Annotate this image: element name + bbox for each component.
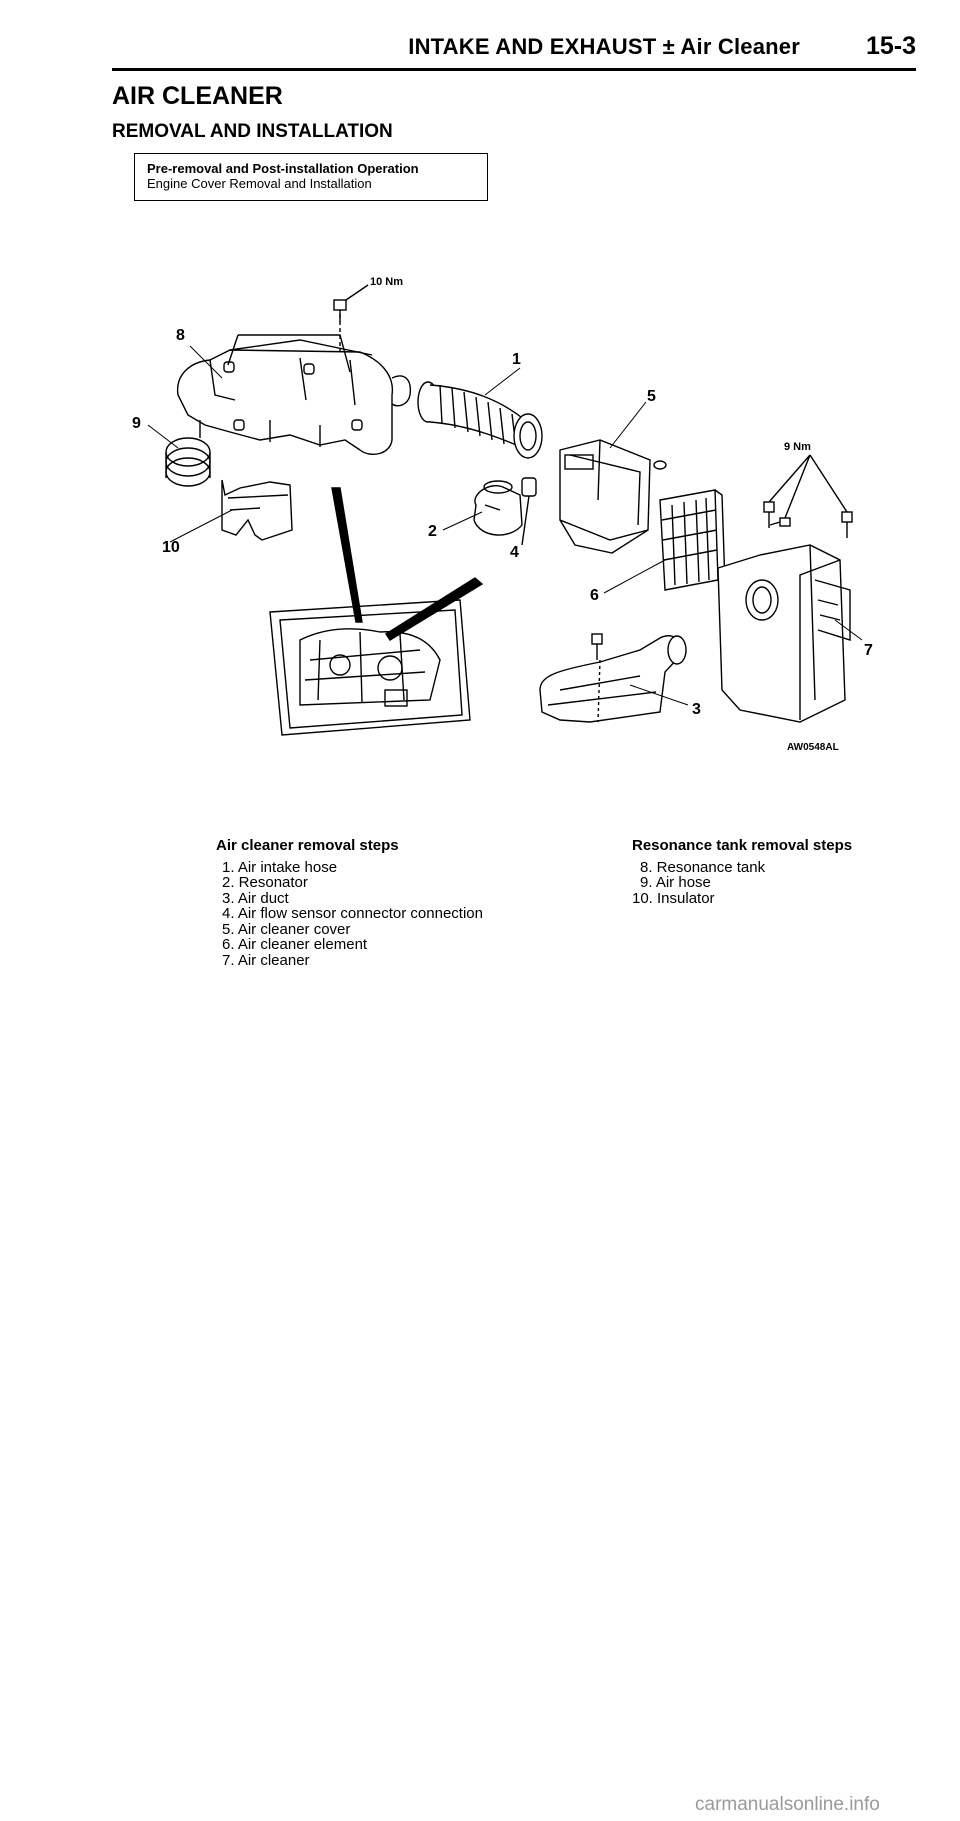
step-item: 9. Air hose	[640, 874, 711, 891]
pre-removal-heading: Pre-removal and Post-installation Operat…	[147, 161, 419, 176]
air-cleaner-removal-steps: Air cleaner removal steps 1. Air intake …	[216, 838, 483, 968]
pointer-wedge-right	[385, 577, 484, 641]
footer-watermark-url: carmanualsonline.info	[695, 1794, 880, 1815]
callout-5: 5	[647, 388, 656, 405]
connector-drawing	[521, 477, 537, 546]
resonance-tank-removal-steps: Resonance tank removal steps 8. Resonanc…	[632, 838, 852, 906]
step-item: 10. Insulator	[632, 889, 715, 907]
torque-label-top: 10 Nm	[370, 276, 403, 288]
case-bolts-icon	[763, 454, 853, 538]
callout-3: 3	[692, 701, 701, 718]
resonance-tank-drawing	[176, 300, 412, 456]
callout-2: 2	[428, 523, 437, 540]
header-divider	[112, 68, 916, 71]
air-cleaner-cover-drawing	[559, 439, 667, 554]
resonator-drawing	[473, 480, 523, 536]
step-item: 7. Air cleaner	[222, 951, 310, 969]
pointer-wedge-left	[331, 487, 363, 623]
step-item: 5. Air cleaner cover	[222, 920, 351, 938]
running-header-title: INTAKE AND EXHAUST ± Air Cleaner	[408, 34, 800, 59]
step-item: 3. Air duct	[222, 889, 289, 907]
air-cleaner-steps-heading: Air cleaner removal steps	[216, 837, 399, 854]
bolt-top-icon	[333, 284, 369, 322]
step-item: 4. Air flow sensor connector connection	[222, 905, 483, 922]
step-item: 8. Resonance tank	[640, 858, 766, 876]
callout-10: 10	[162, 539, 180, 556]
resonance-steps-heading: Resonance tank removal steps	[632, 837, 853, 854]
air-duct-drawing	[539, 633, 687, 723]
section-title: AIR CLEANER	[112, 82, 283, 110]
pre-removal-box: Pre-removal and Post-installation Operat…	[134, 153, 488, 201]
callout-leaders	[147, 345, 863, 706]
air-hose-drawing	[165, 437, 211, 487]
torque-label-right: 9 Nm	[784, 441, 811, 453]
step-item: 2. Resonator	[222, 874, 308, 891]
pre-removal-text: Engine Cover Removal and Installation	[147, 176, 372, 191]
air-cleaner-case-drawing	[717, 544, 851, 723]
step-item: 1. Air intake hose	[222, 858, 338, 876]
air-intake-hose-drawing	[417, 381, 543, 459]
page-number: 15-3	[865, 32, 916, 60]
insulator-drawing	[221, 479, 293, 541]
engine-bay-overview-drawing	[269, 599, 471, 736]
step-item: 6. Air cleaner element	[222, 936, 368, 953]
air-cleaner-element-drawing	[659, 489, 726, 591]
figure-code: AW0548AL	[787, 742, 839, 753]
subsection-title: REMOVAL AND INSTALLATION	[112, 121, 393, 142]
callout-6: 6	[590, 587, 599, 604]
callout-1: 1	[512, 351, 521, 368]
callout-7: 7	[864, 642, 873, 659]
callout-8: 8	[176, 327, 185, 344]
callout-4: 4	[510, 544, 519, 561]
callout-9: 9	[132, 415, 141, 432]
exploded-view-diagram: 1 2 3 4 5 6 7 8 9 10 10 Nm 9 Nm AW0548AL	[132, 276, 873, 753]
